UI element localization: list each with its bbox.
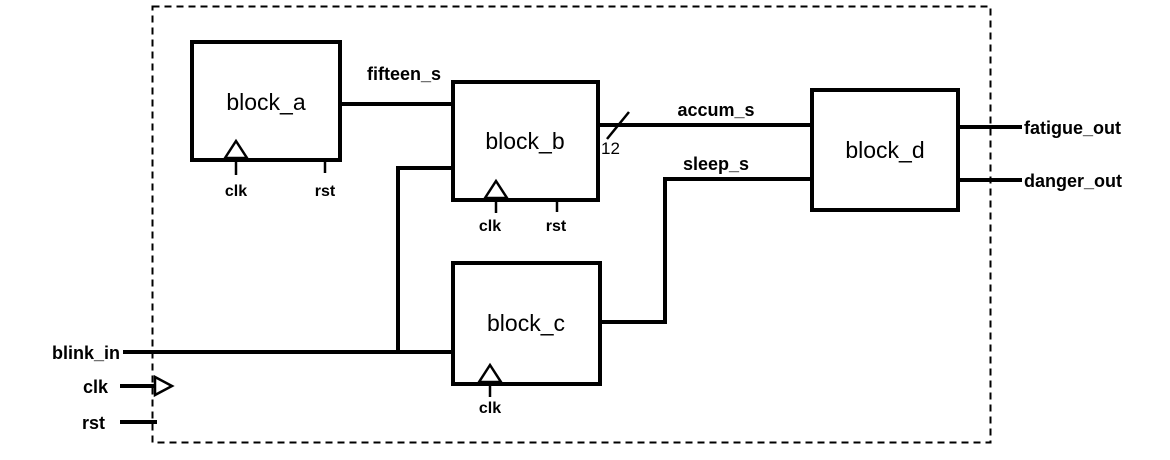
- wire-blink-in-branch: [396, 166, 453, 352]
- block-a-label: block_a: [226, 89, 305, 115]
- output-fatigue-out-label: fatigue_out: [1024, 118, 1121, 138]
- clk-input-arrow-icon: [153, 374, 175, 398]
- block-b-clk-label: clk: [479, 218, 501, 235]
- module-boundary: [151, 5, 992, 444]
- block-b-rst-label: rst: [546, 218, 567, 235]
- accum-s-bus-width: 12: [601, 139, 620, 158]
- block-b: [451, 80, 600, 202]
- block-b-clock-edge-icon: [482, 178, 510, 200]
- block-d: [810, 88, 960, 212]
- output-danger-out-label: danger_out: [1024, 171, 1122, 191]
- block-b-label: block_b: [485, 128, 564, 154]
- block-a-rst-label: rst: [315, 183, 336, 200]
- signal-sleep-s-label: sleep_s: [683, 154, 749, 174]
- signal-accum-s-label: accum_s: [677, 100, 754, 120]
- bus-width-slash-icon: [606, 111, 630, 140]
- block-a-clk-label: clk: [225, 183, 247, 200]
- signal-fifteen-s-label: fifteen_s: [367, 64, 441, 84]
- input-blink-in-label: blink_in: [52, 343, 120, 363]
- input-clk-label: clk: [83, 377, 109, 397]
- block-a-clock-edge-icon: [222, 138, 250, 160]
- wire-sleep-s: [598, 177, 812, 324]
- block-c-clock-edge-icon: [476, 362, 504, 384]
- block-c-label: block_c: [487, 310, 565, 336]
- block-c-clk-label: clk: [479, 400, 501, 417]
- block-c: [451, 261, 602, 386]
- input-rst-label: rst: [82, 413, 105, 433]
- block-d-label: block_d: [845, 137, 924, 163]
- block-a: [190, 40, 342, 162]
